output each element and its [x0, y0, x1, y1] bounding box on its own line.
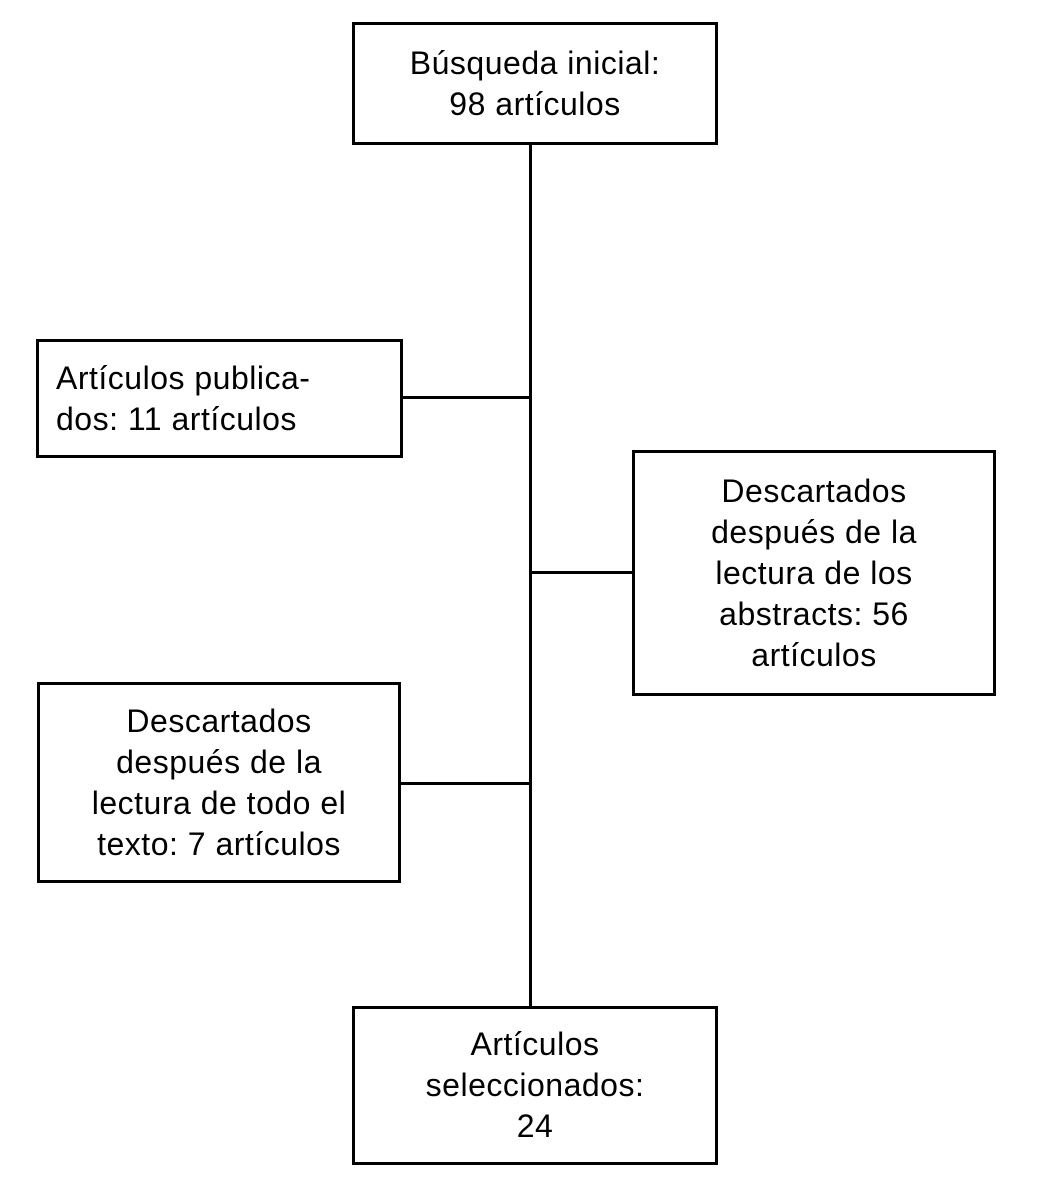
box-articulos-publicados-label: Artículos publica- dos: 11 artículos — [56, 359, 311, 437]
connector-articulos-publicados — [403, 396, 531, 399]
box-descartados-abstracts-label: Descartados después de la lectura de los… — [711, 472, 917, 673]
box-busqueda-inicial-label: Búsqueda inicial: 98 artículos — [409, 44, 661, 122]
box-descartados-texto-completo: Descartados después de la lectura de tod… — [37, 682, 401, 883]
box-busqueda-inicial: Búsqueda inicial: 98 artículos — [352, 22, 718, 145]
connector-descartados-texto — [401, 782, 531, 785]
box-descartados-texto-completo-label: Descartados después de la lectura de tod… — [91, 702, 347, 862]
box-articulos-publicados: Artículos publica- dos: 11 artículos — [36, 339, 403, 458]
box-articulos-seleccionados: Artículos seleccionados: 24 — [352, 1006, 718, 1165]
box-descartados-abstracts: Descartados después de la lectura de los… — [632, 450, 996, 696]
box-articulos-seleccionados-label: Artículos seleccionados: 24 — [425, 1026, 645, 1144]
connector-descartados-abstracts — [532, 571, 634, 574]
connector-trunk-vertical — [529, 145, 532, 1008]
